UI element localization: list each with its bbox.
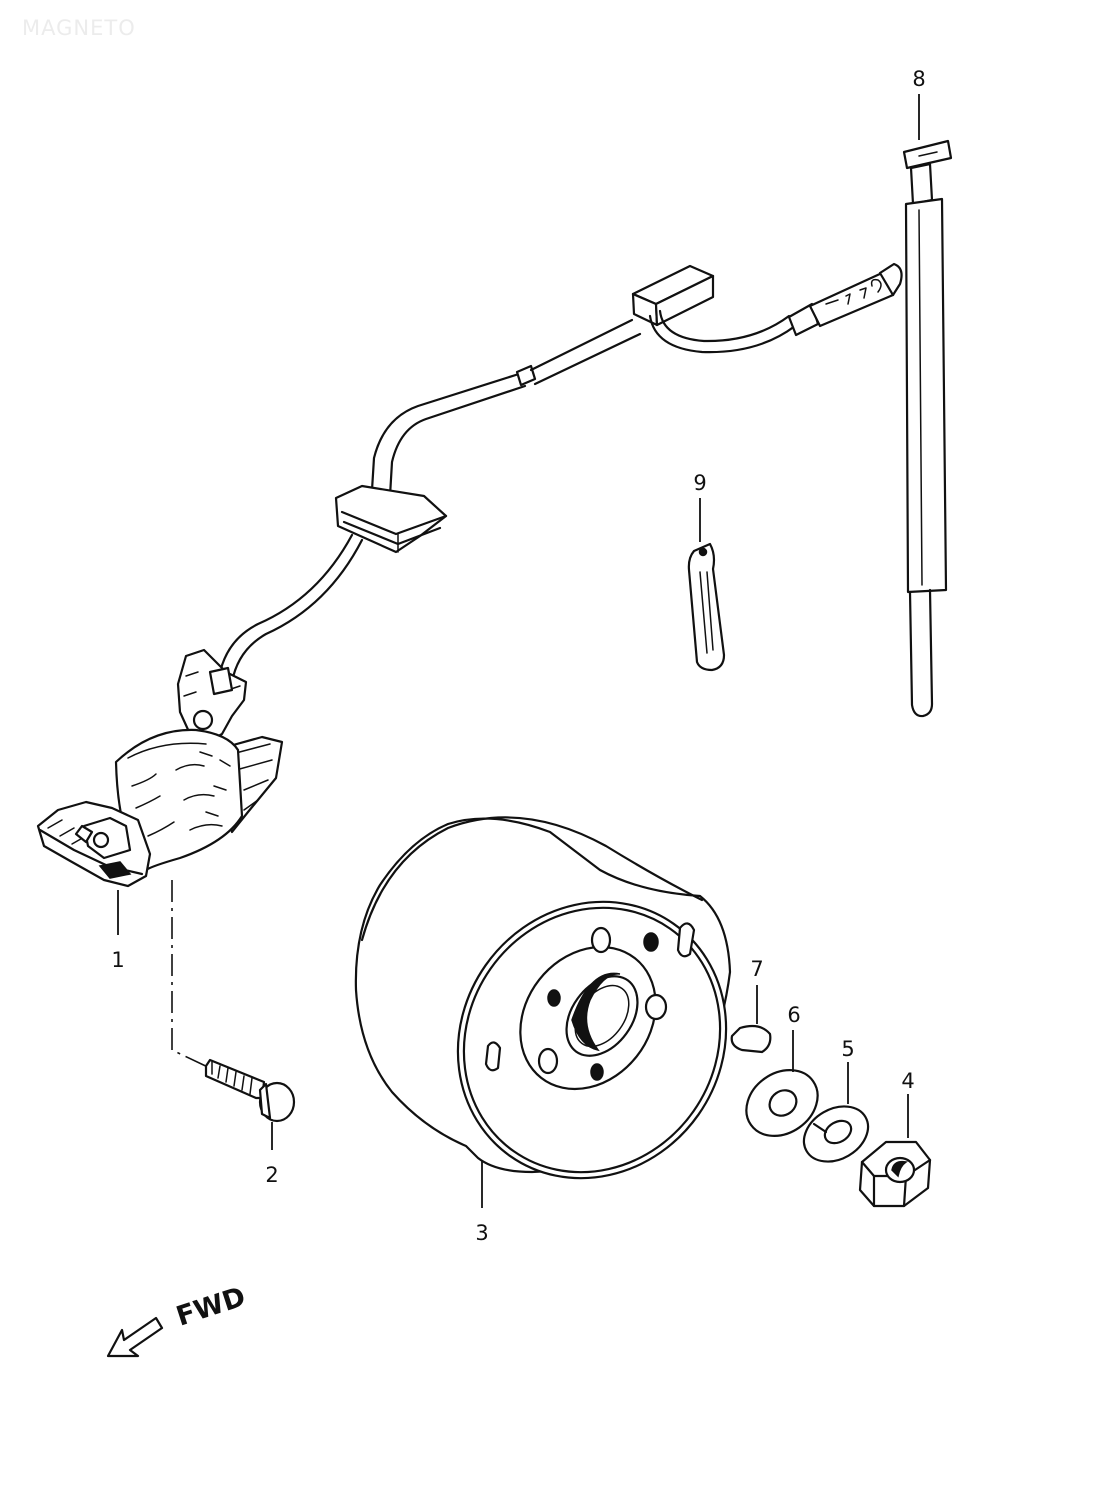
part-4-nut [858,1094,932,1208]
part-8-cable-tie [902,139,953,718]
part-5-lock-washer [802,1062,870,1163]
part-6-washer [745,1030,819,1137]
part-7-woodruff-key [730,985,772,1054]
wiring-harness [217,262,903,684]
callout-1: 1 [111,948,124,972]
callout-4: 4 [901,1069,914,1093]
callout-8: 8 [912,67,925,91]
part-1-stator-coil [36,648,284,935]
part-3-flywheel-rotor [354,816,732,1208]
part-9-clamp [687,542,726,672]
callout-7: 7 [750,957,763,981]
callout-5: 5 [841,1037,854,1061]
callout-9: 9 [693,471,706,495]
page-title: MAGNETO [22,16,136,40]
callout-6: 6 [787,1003,800,1027]
part-2-screw [171,880,296,1150]
fwd-indicator: FWD [106,1281,250,1358]
callout-2: 2 [265,1163,278,1187]
arrow-left-icon [106,1316,164,1358]
callout-3: 3 [475,1221,488,1245]
fwd-label: FWD [173,1281,250,1332]
